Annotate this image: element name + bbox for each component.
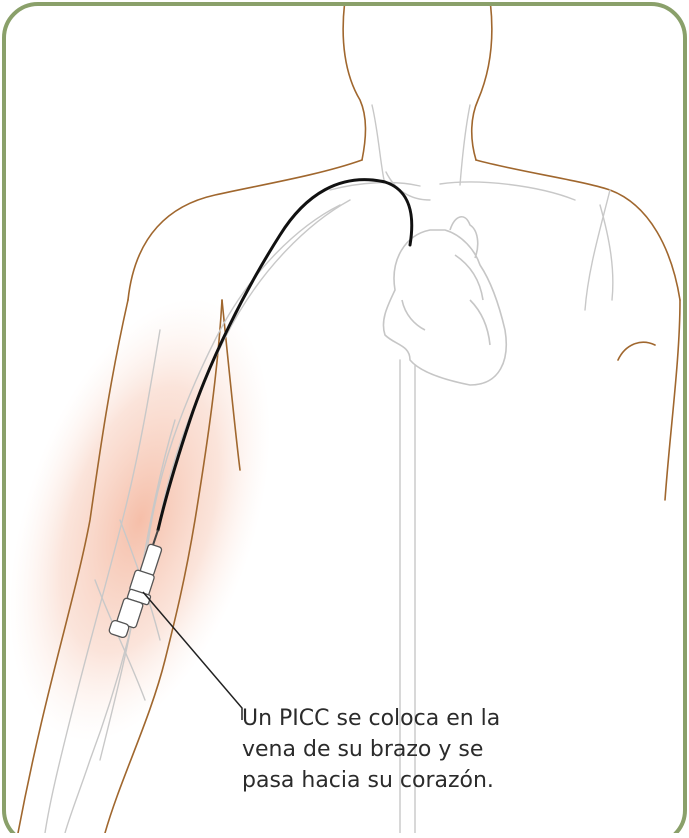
heart <box>383 217 506 385</box>
caption-line-3: pasa hacia su corazón. <box>242 765 572 796</box>
caption-line-1: Un PICC se coloca en la <box>242 703 572 734</box>
caption-line-2: vena de su brazo y se <box>242 734 572 765</box>
caption: Un PICC se coloca en la vena de su brazo… <box>242 703 572 796</box>
